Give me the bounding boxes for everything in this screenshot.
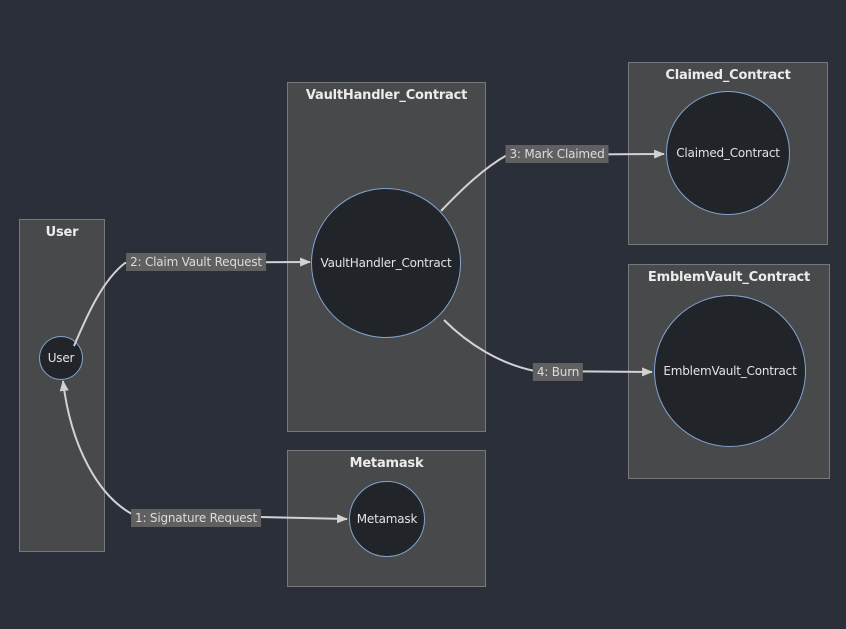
node-vault-handler-circle-label: VaultHandler_Contract bbox=[320, 256, 452, 270]
node-metamask-circle-label: Metamask bbox=[356, 512, 418, 526]
node-claimed-title: Claimed_Contract bbox=[665, 68, 791, 83]
edge-label-mark-claimed: 3: Mark Claimed bbox=[505, 145, 609, 163]
node-metamask-circle: Metamask bbox=[349, 481, 425, 557]
node-emblem-vault-circle: EmblemVault_Contract bbox=[654, 295, 806, 447]
node-vault-handler-title: VaultHandler_Contract bbox=[305, 88, 468, 103]
node-user-circle: User bbox=[39, 336, 83, 380]
node-metamask-title: Metamask bbox=[349, 456, 424, 471]
edge-claim-vault-request bbox=[73, 257, 311, 347]
node-claimed-circle-label: Claimed_Contract bbox=[676, 146, 780, 160]
node-vault-handler-circle: VaultHandler_Contract bbox=[311, 188, 461, 338]
node-emblem-vault-circle-label: EmblemVault_Contract bbox=[663, 364, 797, 378]
edge-label-signature-request: 1: Signature Request bbox=[131, 509, 261, 527]
node-emblem-vault-title: EmblemVault_Contract bbox=[647, 270, 811, 285]
node-user-title: User bbox=[45, 225, 79, 240]
edge-label-burn: 4: Burn bbox=[532, 363, 584, 381]
edge-label-claim-vault-request: 2: Claim Vault Request bbox=[126, 253, 266, 271]
node-user-circle-label: User bbox=[47, 351, 75, 365]
node-claimed-circle: Claimed_Contract bbox=[666, 91, 790, 215]
node-user-box: User bbox=[19, 219, 105, 552]
